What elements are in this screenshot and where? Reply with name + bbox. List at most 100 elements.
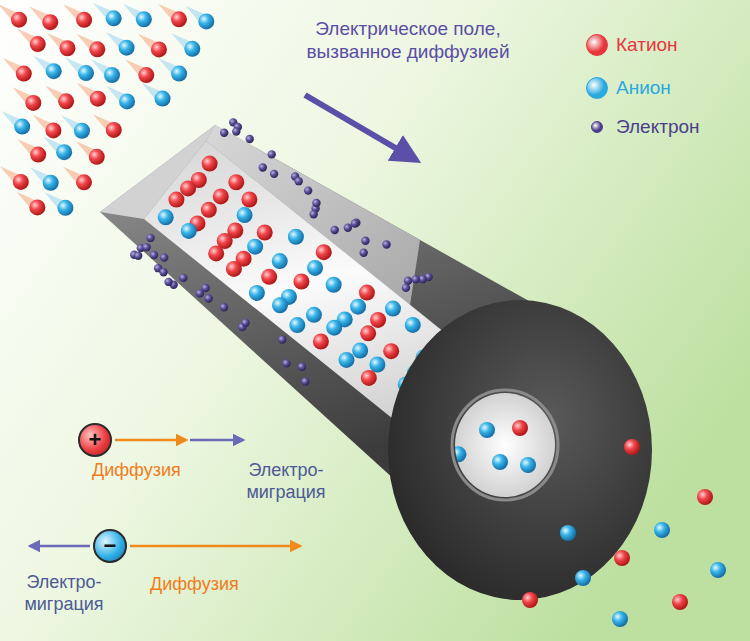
electron (164, 278, 172, 286)
legend-swatch (591, 121, 603, 133)
cation (11, 12, 27, 28)
electron (201, 284, 209, 292)
anion (326, 277, 342, 293)
ring-bevel (452, 390, 558, 500)
electron (402, 284, 410, 292)
anion (14, 119, 30, 135)
anion (181, 223, 197, 239)
cation (89, 149, 105, 165)
anion (106, 10, 122, 26)
anion (272, 253, 288, 269)
cation (13, 174, 29, 190)
cation (257, 224, 273, 240)
migration-arrow (190, 439, 243, 442)
electron (344, 224, 352, 232)
legend-item: Электрон (586, 115, 700, 139)
legend-item: Анион (586, 76, 671, 100)
legend-swatch (586, 77, 608, 99)
electron (142, 243, 150, 251)
anion (136, 11, 152, 27)
anion (492, 454, 508, 470)
electron (361, 237, 369, 245)
electron (204, 294, 212, 302)
anion (710, 562, 726, 578)
electron (159, 268, 167, 276)
anion (307, 260, 323, 276)
anion (249, 285, 265, 301)
charge-sign: + (89, 429, 102, 451)
cation (228, 174, 244, 190)
cation (359, 285, 375, 301)
charge-circle: + (78, 423, 112, 457)
cation (512, 420, 528, 436)
anion (326, 320, 342, 336)
electron (412, 275, 420, 283)
cation (16, 66, 32, 82)
diffusion-arrow (130, 545, 300, 548)
electron (220, 129, 228, 137)
anion (184, 41, 200, 57)
anion (575, 570, 591, 586)
electron (160, 253, 168, 261)
cation (30, 36, 46, 52)
anion (119, 40, 135, 56)
anion (369, 357, 385, 373)
cation (697, 489, 713, 505)
cation (25, 95, 41, 111)
diffusion-label: Диффузия (92, 460, 212, 482)
anion (338, 352, 354, 368)
anion (158, 209, 174, 225)
anion (479, 422, 495, 438)
cation (672, 594, 688, 610)
diffusion-label: Диффузия (150, 574, 270, 596)
legend-text: Электрон (616, 116, 700, 138)
legend-text: Анион (616, 77, 671, 99)
electron (331, 226, 339, 234)
cation (213, 188, 229, 204)
electron (232, 127, 240, 135)
electron (382, 240, 390, 248)
electron (351, 219, 359, 227)
cation (241, 191, 257, 207)
cation (89, 41, 105, 57)
anion (119, 93, 135, 109)
tube-end-ring (388, 300, 652, 600)
electron (301, 377, 309, 385)
anion (612, 611, 628, 627)
electron (220, 303, 228, 311)
electron (179, 274, 187, 282)
legend-item: Катион (586, 33, 678, 57)
anion (78, 65, 94, 81)
electron (404, 277, 412, 285)
cation (370, 312, 386, 328)
anion (57, 200, 73, 216)
field-label: Электрическое поле, вызванное диффузией (298, 18, 518, 64)
cation (383, 343, 399, 359)
anion (198, 13, 214, 29)
anion (385, 301, 401, 317)
charge-sign: − (104, 535, 117, 557)
diffusion-arrow (115, 439, 186, 442)
cation (42, 14, 58, 30)
cation (522, 592, 538, 608)
incoming-ions (0, 3, 214, 216)
electron (278, 335, 286, 343)
cation (45, 122, 61, 138)
anion (289, 317, 305, 333)
cation (293, 273, 309, 289)
migration-label: Электро- миграция (8, 572, 120, 615)
electron (267, 150, 275, 158)
cation (180, 180, 196, 196)
cation (313, 333, 329, 349)
anion (247, 239, 263, 255)
electron (146, 234, 154, 242)
electron (241, 319, 249, 327)
cation (201, 202, 217, 218)
label-text: Диффузия (150, 574, 239, 594)
cation (361, 370, 377, 386)
anion (155, 91, 171, 107)
electron (282, 359, 290, 367)
outgoing-ions (522, 439, 726, 627)
